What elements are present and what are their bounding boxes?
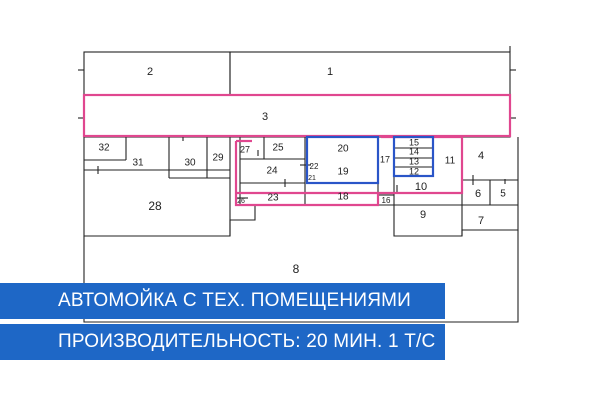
room-label-26: 26 (237, 198, 245, 205)
title-text: АВТОМОЙКА С ТЕХ. ПОМЕЩЕНИЯМИ (58, 290, 411, 311)
room-label-1: 1 (327, 66, 333, 78)
room-outline-2 (83, 51, 231, 96)
room-label-19: 19 (337, 167, 349, 178)
room-label-9: 9 (420, 209, 426, 221)
room-19-20-highlight (305, 135, 380, 185)
room-3-highlight (82, 93, 512, 138)
room-label-21: 21 (308, 175, 316, 182)
room-12-15-highlight (392, 135, 435, 178)
room-label-5: 5 (500, 189, 506, 200)
room-outline-1 (229, 51, 511, 96)
building-lower-outline (83, 137, 519, 237)
room-label-29: 29 (212, 153, 224, 164)
room-label-20: 20 (337, 144, 349, 155)
room-label-8: 8 (293, 262, 300, 276)
room-label-23: 23 (267, 193, 279, 204)
room-label-6: 6 (475, 188, 481, 200)
room-label-17: 17 (380, 154, 390, 164)
room-label-7: 7 (478, 215, 484, 227)
room-label-27: 27 (240, 144, 250, 154)
subtitle-text: ПРОИЗВОДИТЕЛЬНОСТЬ: 20 МИН. 1 Т/С (58, 331, 436, 352)
room-label-16: 16 (382, 196, 391, 205)
room-label-24: 24 (266, 166, 278, 177)
title-banner: АВТОМОЙКА С ТЕХ. ПОМЕЩЕНИЯМИ (0, 283, 445, 319)
room-label-32: 32 (98, 143, 110, 154)
room-label-4: 4 (478, 150, 484, 162)
room-label-14: 14 (409, 146, 419, 156)
room-label-2: 2 (147, 66, 153, 78)
room-label-22: 22 (310, 162, 319, 171)
room-label-30: 30 (184, 158, 196, 169)
room-outline-8 (83, 230, 519, 323)
room-label-11: 11 (445, 156, 456, 167)
subtitle-banner: ПРОИЗВОДИТЕЛЬНОСТЬ: 20 МИН. 1 Т/С (0, 324, 445, 360)
room-label-28: 28 (148, 199, 162, 213)
room-label-3: 3 (262, 111, 268, 123)
room-label-25: 25 (272, 143, 284, 154)
room-label-18: 18 (337, 192, 349, 203)
room-label-15: 15 (409, 137, 419, 147)
room-outline-3 (83, 94, 511, 138)
room-label-12: 12 (409, 166, 419, 176)
room-label-31: 31 (132, 158, 144, 169)
room-label-10: 10 (415, 181, 427, 193)
room-label-13: 13 (409, 156, 419, 166)
